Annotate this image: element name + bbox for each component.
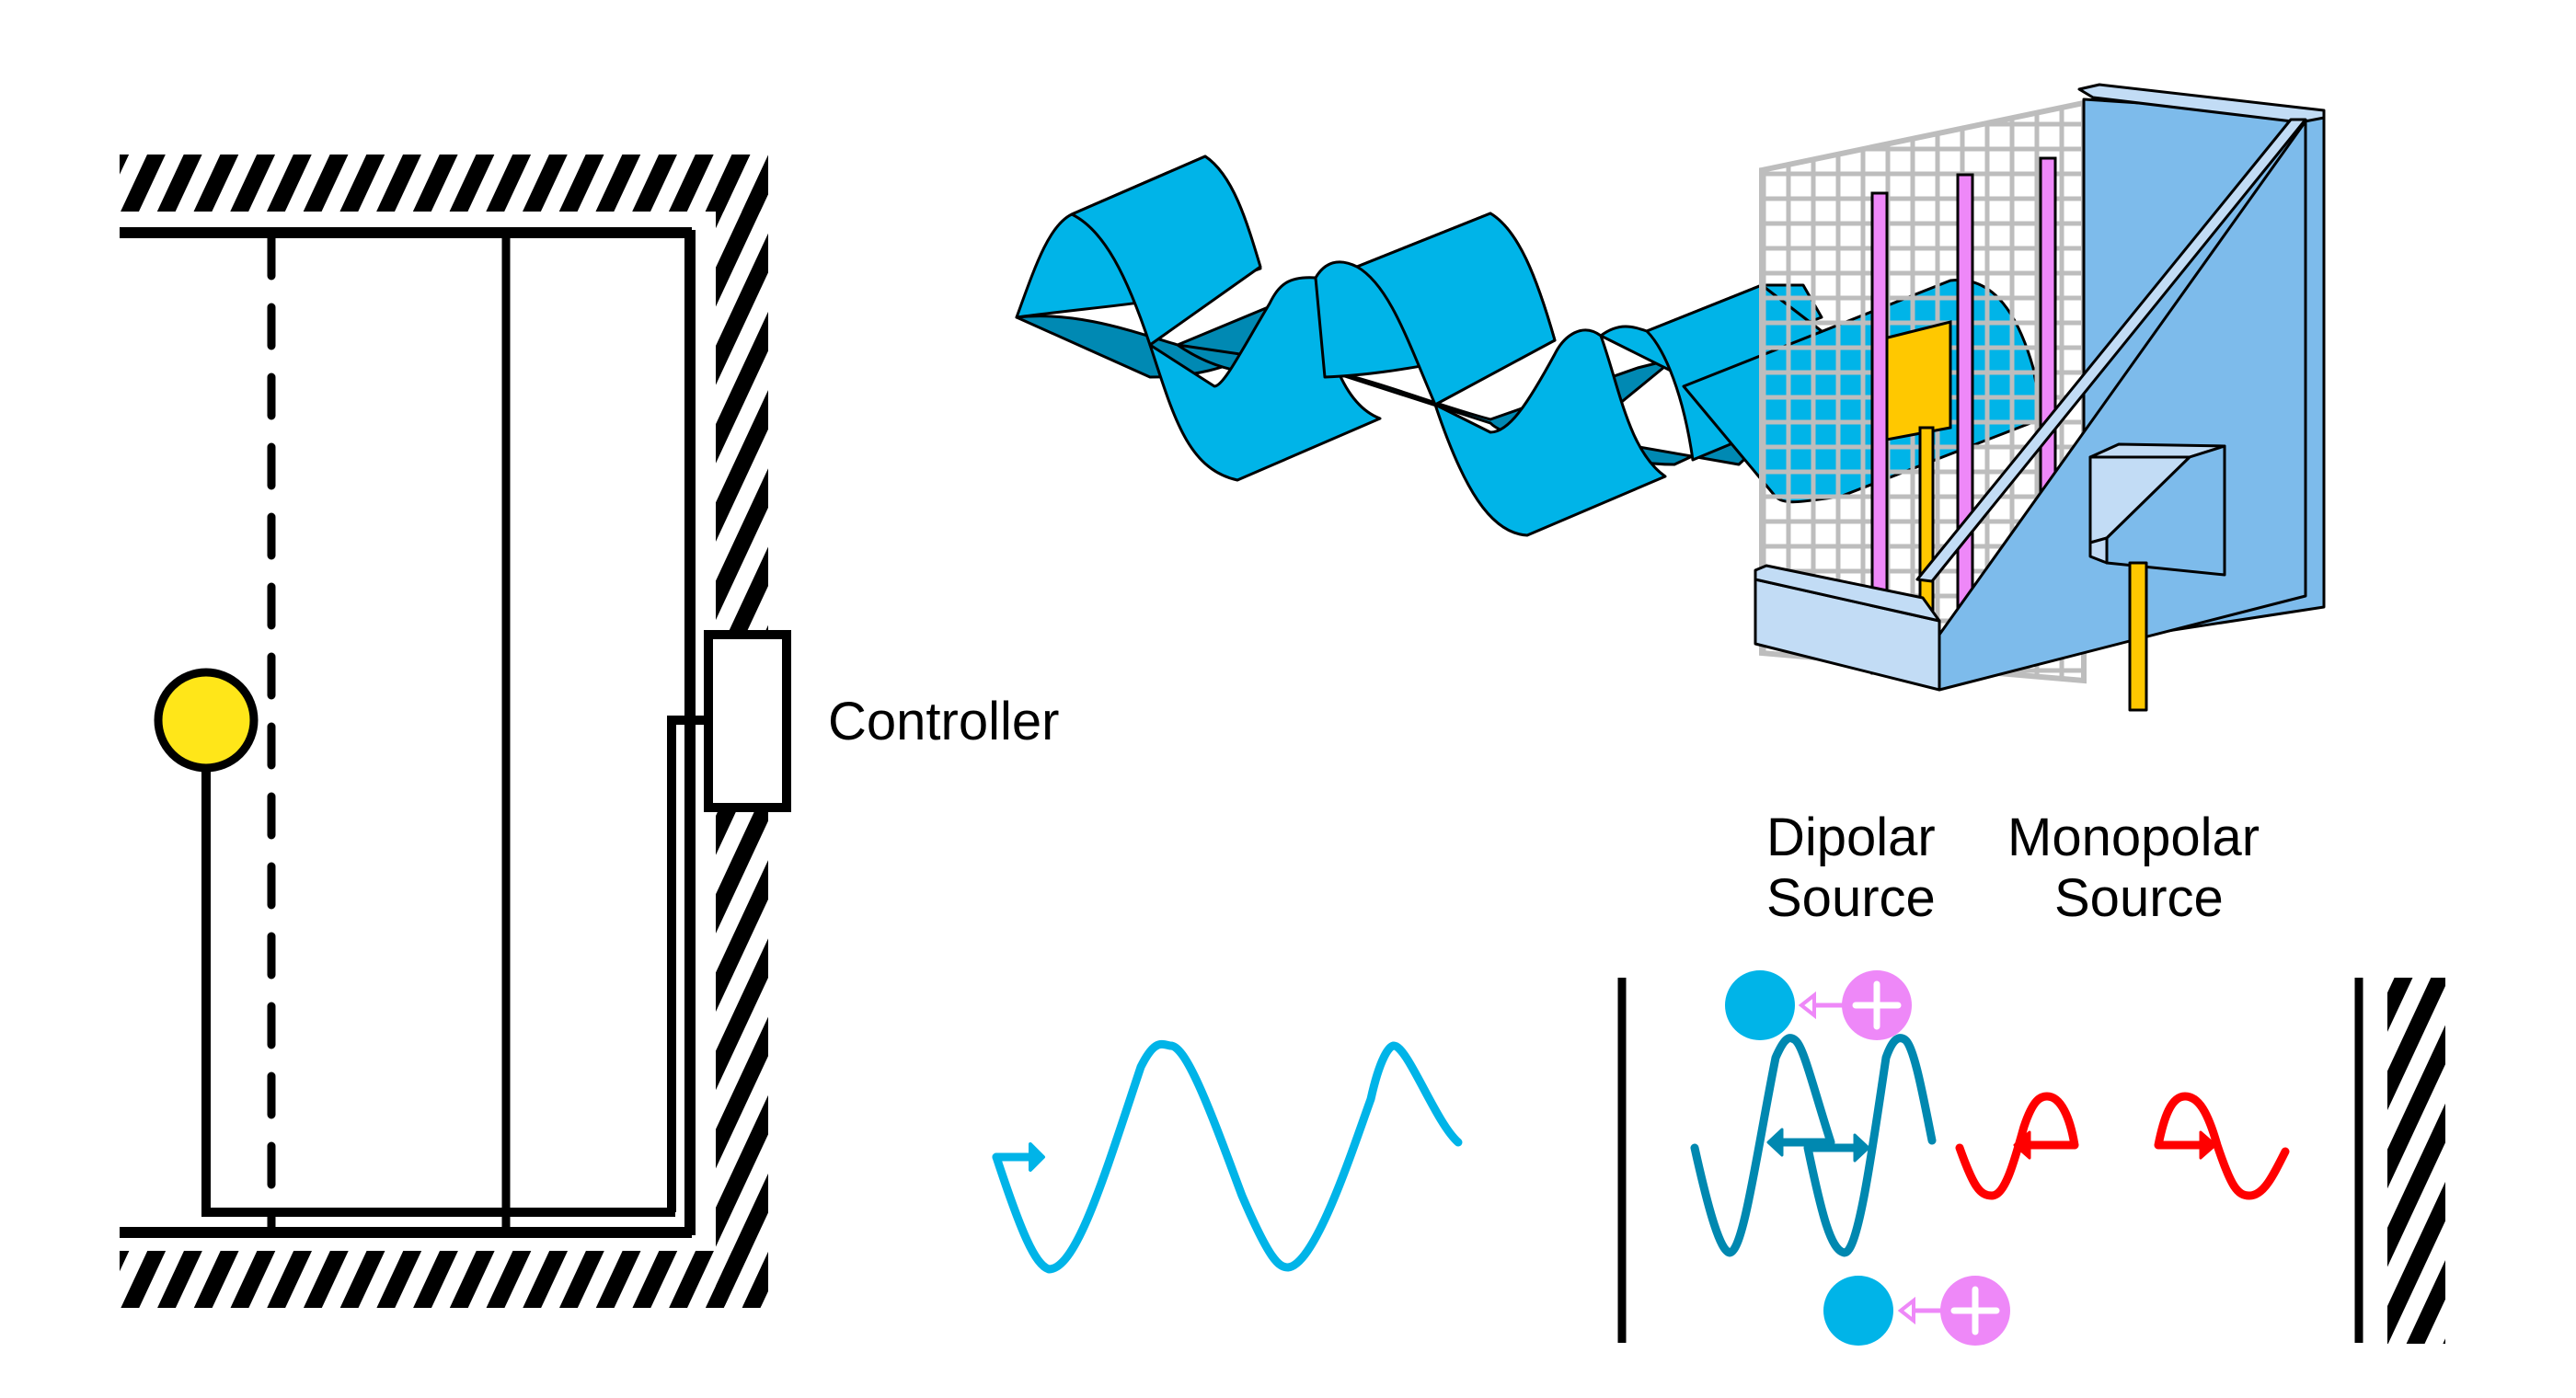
monopole-stem [2128,561,2148,712]
ribbon-trough-2 [1433,328,1667,537]
monopole-block-side [2105,444,2226,577]
controller-label: Controller [828,692,1059,751]
dipole-wave-left [1690,1034,1835,1257]
monopole-arrow-left [2013,1130,2031,1160]
incident-arrow-head [1029,1142,1045,1172]
right-wall-hatch-lower [716,809,768,1306]
ribbon-crest-2-face [1355,212,1557,407]
dipole-arrow-right [1853,1133,1870,1163]
dipole-element [1875,320,1952,650]
monopole-arrow-right [2199,1130,2217,1160]
monopole-wave-right [2154,1092,2290,1200]
charge-pair-bottom [1823,1276,2010,1346]
panel-base-top [1754,564,1941,623]
right-wall-hatch [716,155,768,633]
negative-charge-icon [1725,970,1795,1040]
negative-charge-icon [1823,1276,1893,1346]
controller-box [704,630,791,812]
floor-hatch [120,1251,768,1308]
ceiling-hatch [120,155,768,212]
dipolar-label-line2: Source [1766,868,1936,928]
panel-diagonal-brace [1915,118,2307,583]
dipolar-label-line1: Dipolar [1766,808,1936,867]
rigid-wall-hatch [2387,978,2445,1344]
arrow-left-head [1897,1296,1915,1325]
dipole-wave-right [1803,1034,1937,1257]
arrow-left-head [1798,991,1816,1020]
plus-glyph [1852,980,1902,1030]
controller-wire [667,716,708,1212]
source-labels: Dipolar Source Monopolar Source [1766,808,2260,928]
plus-glyph [1950,1286,2000,1335]
monopolar-label-line1: Monopolar [2007,808,2260,867]
monopolar-label-line2: Source [2054,868,2224,928]
charge-pair-top [1725,970,1912,1040]
wave-schematic [992,978,2363,1349]
dipole-arrow-left [1766,1128,1784,1157]
monopole-panel [1754,83,2326,712]
rod-2 [1956,173,1974,641]
sensor-icon [154,668,259,773]
room-schematic: Controller [120,155,1059,1308]
incident-wave [992,1039,1463,1274]
panel-top-edge [2077,83,2326,124]
monopole-wave-left [1955,1092,2079,1200]
